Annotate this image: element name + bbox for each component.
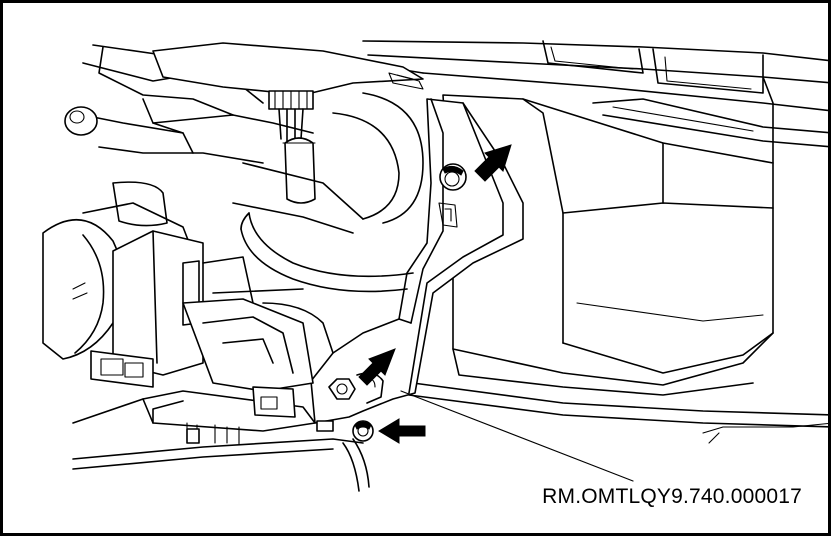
blower-housing <box>232 72 424 234</box>
round-knob <box>64 106 98 136</box>
upper-crossmember <box>72 42 424 164</box>
service-illustration <box>42 40 828 492</box>
upper-bolt-arrow <box>474 144 512 182</box>
middle-bolt-arrow <box>358 348 396 386</box>
lower-duct <box>142 298 316 446</box>
wire-harness-connector <box>268 90 316 204</box>
upper-bolt <box>439 163 467 191</box>
steering-column-area <box>42 181 194 360</box>
dashboard-housing <box>362 40 828 164</box>
figure-reference-code: RM.OMTLQY9.740.000017 <box>542 485 802 508</box>
lower-bolt <box>316 420 374 442</box>
lower-bolt-arrow <box>378 418 426 444</box>
support-bracket <box>310 98 524 424</box>
control-module <box>90 230 204 388</box>
floor-lines <box>72 398 370 492</box>
hvac-duct-body <box>408 94 828 444</box>
leader-line <box>400 390 634 482</box>
